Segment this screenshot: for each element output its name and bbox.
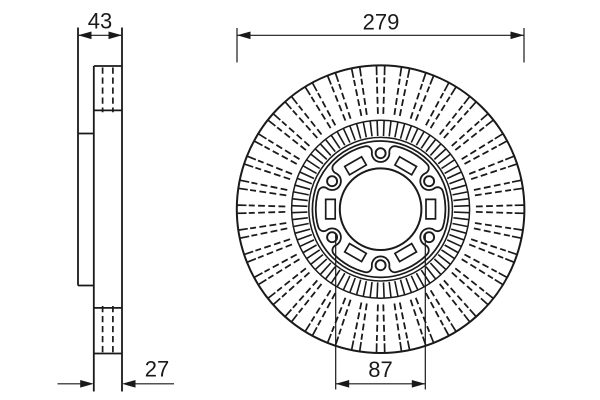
svg-text:279: 279 xyxy=(363,10,400,35)
svg-text:43: 43 xyxy=(88,9,112,34)
svg-text:27: 27 xyxy=(145,357,169,382)
svg-text:87: 87 xyxy=(368,357,392,382)
